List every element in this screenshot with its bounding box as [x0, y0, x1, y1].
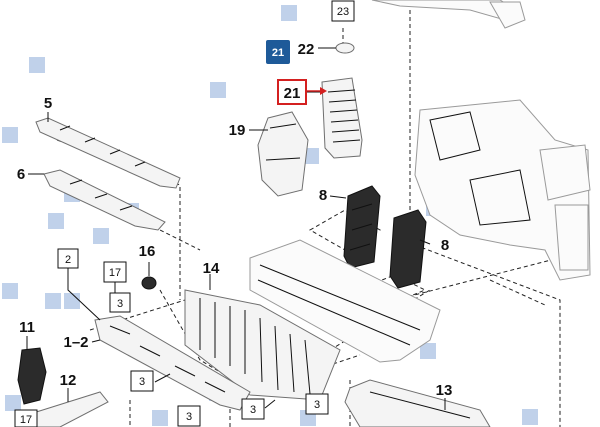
callout-12[interactable]: 12	[60, 372, 77, 389]
air-duct-part	[321, 77, 363, 159]
selected-part-badge[interactable]: 21	[266, 40, 290, 64]
callout-label: 3	[139, 376, 145, 388]
clip-part	[141, 276, 157, 290]
callout-3-a[interactable]: 3	[109, 292, 131, 313]
air-guide-part	[257, 111, 309, 197]
callout-5[interactable]: 5	[44, 95, 52, 112]
callout-label: 17	[20, 414, 32, 426]
hotspot-marker[interactable]	[152, 410, 168, 426]
callout-label: 3	[117, 298, 123, 310]
callout-label: 3	[250, 404, 256, 416]
callout-23[interactable]: 23	[331, 0, 355, 22]
callout-8-left[interactable]: 8	[319, 187, 327, 204]
lower-trim-part	[43, 169, 166, 231]
callout-19[interactable]: 19	[229, 122, 246, 139]
parts	[17, 0, 591, 427]
hotspot-marker[interactable]	[93, 228, 109, 244]
side-grille-part	[17, 347, 47, 405]
highlight-arrowhead	[320, 87, 327, 95]
leader-lines	[26, 47, 446, 410]
callout-8-right[interactable]: 8	[441, 237, 449, 254]
callout-3-b[interactable]: 3	[130, 370, 154, 392]
callout-label: 17	[109, 267, 121, 279]
callout-label: 3	[314, 399, 320, 411]
front-carrier-part	[414, 99, 591, 281]
hotspot-marker[interactable]	[45, 293, 61, 309]
callout-3-c[interactable]: 3	[177, 405, 201, 427]
trim-bar-part	[29, 391, 109, 427]
callout-22[interactable]: 22	[298, 41, 315, 58]
callout-2[interactable]: 2	[57, 248, 79, 269]
callout-label: 2	[65, 254, 71, 266]
hotspot-marker[interactable]	[48, 213, 64, 229]
hotspot-marker[interactable]	[522, 409, 538, 425]
callout-3-d[interactable]: 3	[241, 398, 265, 420]
spoiler-part	[344, 379, 491, 427]
deflector-right-part	[389, 209, 427, 289]
hotspot-marker[interactable]	[420, 343, 436, 359]
callout-label: 21	[284, 85, 301, 102]
callout-label: 3	[186, 411, 192, 423]
cap-part	[335, 42, 355, 54]
hotspot-marker[interactable]	[2, 283, 18, 299]
callout-1-2[interactable]: 1–2	[63, 334, 88, 351]
callout-14[interactable]: 14	[203, 260, 220, 277]
callout-6[interactable]: 6	[17, 166, 25, 183]
callout-17-upper[interactable]: 17	[103, 261, 127, 283]
callout-11[interactable]: 11	[19, 319, 35, 336]
callout-21-highlighted[interactable]: 21	[277, 79, 307, 105]
hotspot-marker[interactable]	[64, 293, 80, 309]
hotspot-marker[interactable]	[210, 82, 226, 98]
hotspot-marker[interactable]	[5, 395, 21, 411]
callout-3-e[interactable]: 3	[305, 393, 329, 415]
badge-label: 21	[272, 47, 284, 59]
callout-13[interactable]: 13	[436, 382, 453, 399]
hotspot-marker[interactable]	[29, 57, 45, 73]
callout-label: 23	[337, 6, 349, 18]
callout-16[interactable]: 16	[139, 243, 156, 260]
hotspot-marker[interactable]	[281, 5, 297, 21]
bumper-beam-part	[249, 239, 441, 363]
hotspot-marker[interactable]	[2, 127, 18, 143]
callout-17-lower[interactable]: 17	[14, 409, 38, 427]
